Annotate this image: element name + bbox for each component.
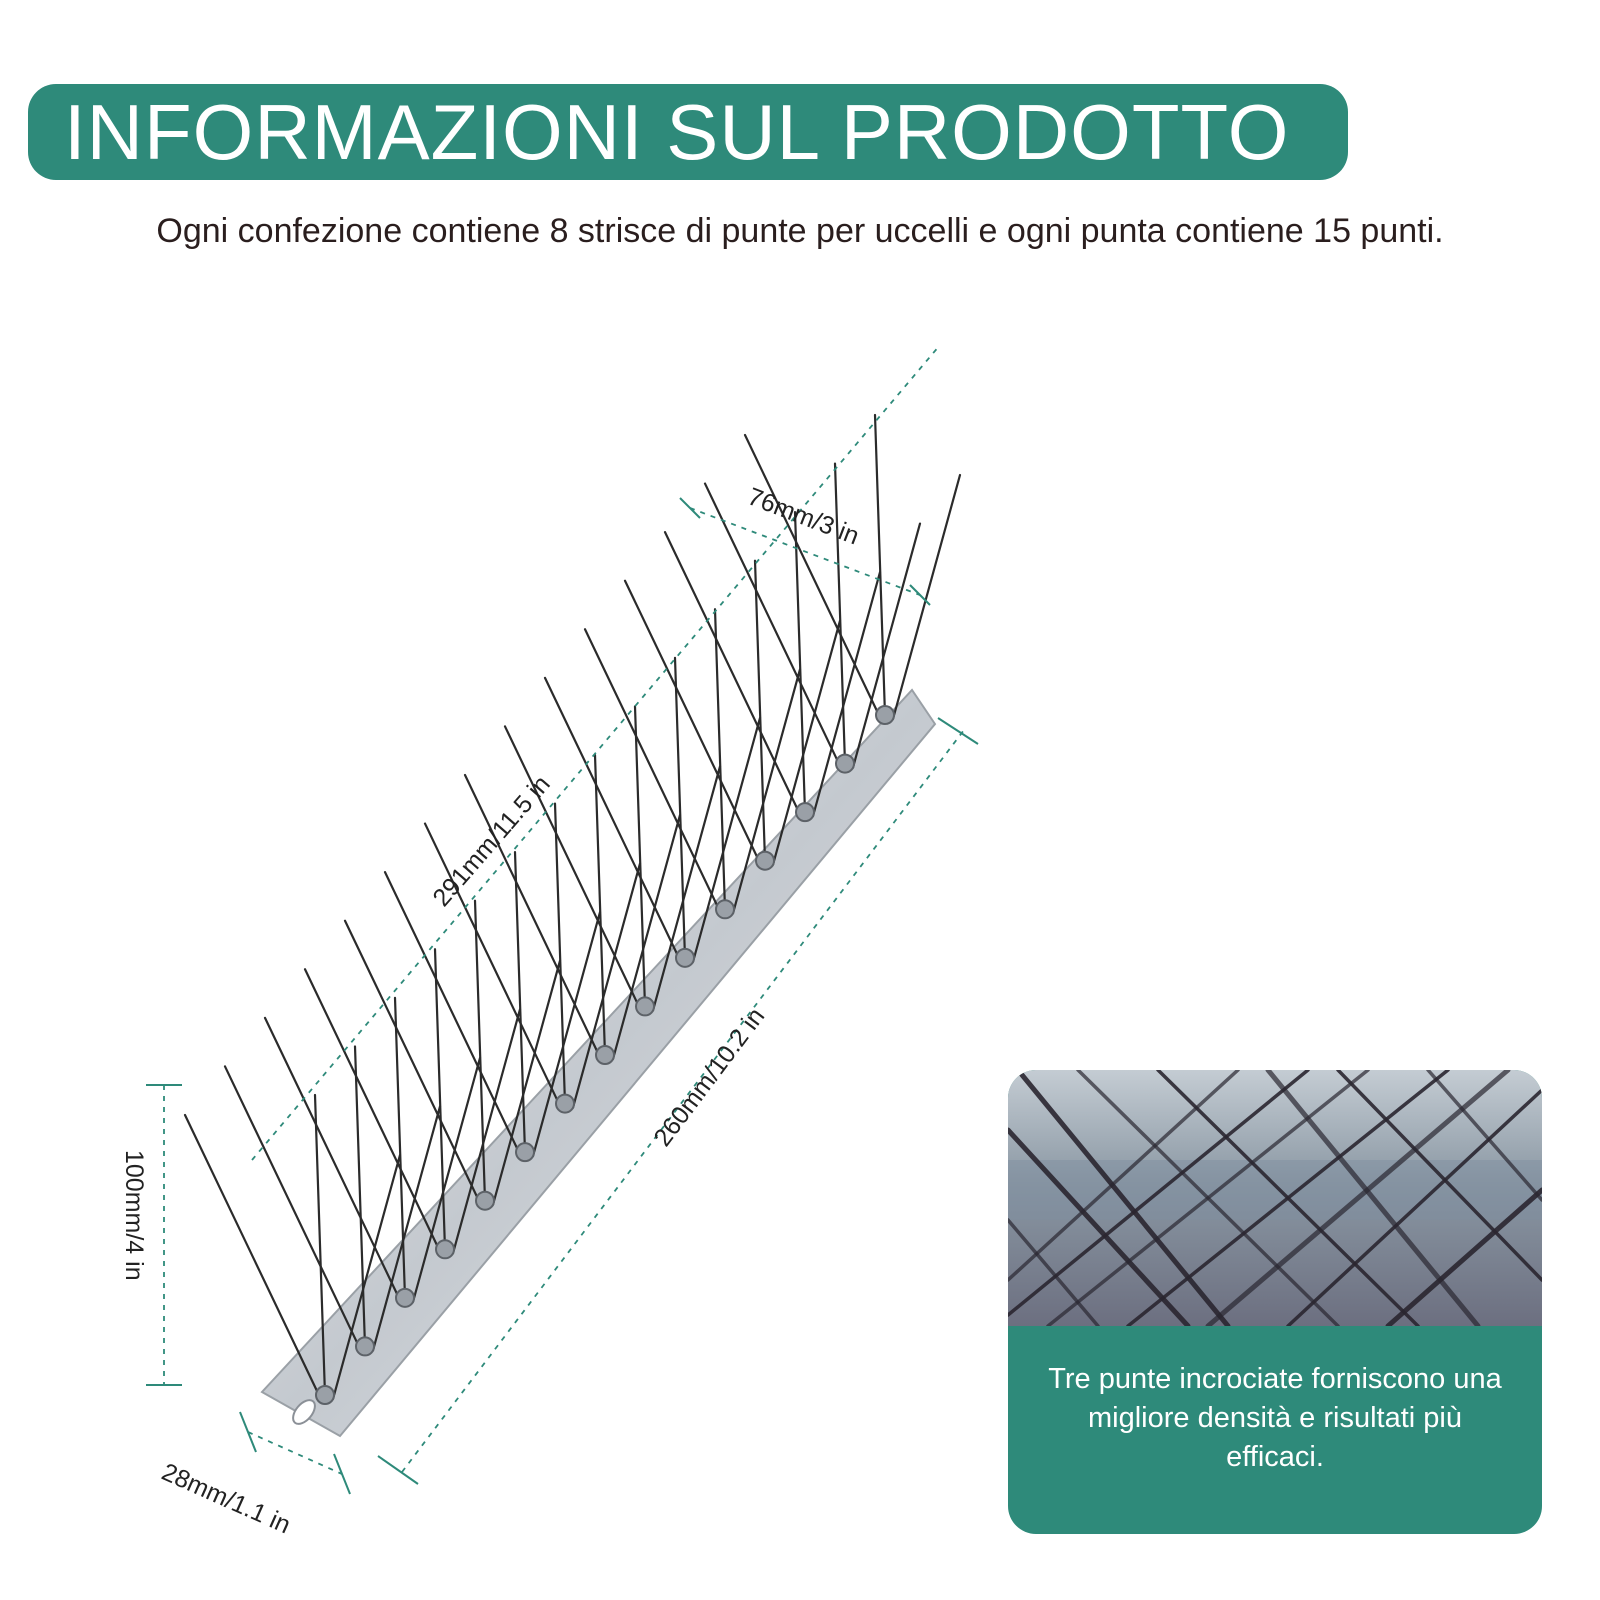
detail-inset-card: Tre punte incrociate forniscono una migl…	[1008, 1070, 1542, 1534]
spike-wire	[543, 676, 679, 955]
metal-base-strip	[260, 688, 937, 1438]
spike-wire	[531, 911, 602, 1158]
spike-wire	[451, 1008, 522, 1255]
rivet	[395, 1287, 415, 1308]
spike-wire	[331, 1153, 402, 1401]
dimension-ticks	[146, 497, 979, 1495]
spike-wire	[663, 531, 799, 810]
spike-wire	[623, 579, 759, 858]
spike-wire	[423, 822, 559, 1101]
spike-wire	[393, 996, 407, 1299]
dimension-lines	[163, 344, 965, 1475]
spike-wire	[183, 1113, 319, 1393]
spike-wire	[891, 473, 962, 721]
spike-wire	[513, 851, 527, 1154]
spike-wire	[263, 1016, 399, 1295]
closeup-wire	[1008, 1070, 1240, 1282]
spike-wire	[651, 765, 722, 1012]
spread-line	[689, 507, 921, 596]
spike-spread-label: 76mm/3 in	[744, 482, 863, 550]
rivet	[555, 1093, 575, 1114]
mounting-hole	[292, 1399, 316, 1425]
total-length-line	[251, 344, 941, 1161]
spike-wire	[793, 511, 807, 814]
closeup-wire	[1008, 1070, 1310, 1317]
spike-wire	[753, 559, 767, 862]
rivet	[435, 1239, 455, 1260]
rivet	[755, 850, 775, 871]
closeup-wire	[1008, 1127, 1191, 1326]
closeup-wire	[1205, 1070, 1511, 1326]
base-width-label: 28mm/1.1 in	[158, 1458, 295, 1540]
rivets-group	[315, 705, 895, 1405]
spike-wire	[303, 968, 439, 1247]
closeup-wire	[1265, 1070, 1481, 1326]
spike-wire	[833, 462, 847, 765]
rivet	[595, 1045, 615, 1065]
spike-wire	[743, 433, 879, 713]
spike-wire	[463, 773, 599, 1053]
rivet	[355, 1336, 375, 1357]
spike-wire	[851, 522, 922, 769]
spike-wire	[731, 668, 802, 915]
rivet	[315, 1385, 335, 1405]
spike-wire	[771, 619, 842, 866]
spike-wire	[703, 482, 839, 761]
rivet	[475, 1190, 495, 1211]
spike-height-label: 100mm/4 in	[120, 1150, 148, 1281]
spike-wire	[223, 1065, 359, 1344]
rivet	[635, 996, 655, 1017]
rivet	[675, 947, 695, 968]
spike-wire	[593, 753, 607, 1057]
spike-wire	[313, 1093, 327, 1397]
width-line	[247, 1431, 343, 1475]
spike-wire	[353, 1045, 367, 1348]
spikes-group	[183, 413, 962, 1401]
spike-wire	[411, 1056, 482, 1303]
rivet	[715, 899, 735, 920]
closeup-wire	[1008, 1218, 1100, 1326]
spike-wire	[503, 725, 639, 1004]
closeup-wire	[1426, 1070, 1542, 1202]
inset-caption: Tre punte incrociate forniscono una migl…	[1048, 1363, 1502, 1473]
base-length-line	[401, 729, 965, 1473]
spike-wire	[583, 628, 719, 907]
rivet	[795, 802, 815, 823]
closeup-wire	[1336, 1070, 1542, 1282]
spike-wire	[571, 862, 642, 1109]
spike-wire	[433, 948, 447, 1251]
spike-wire	[371, 1105, 442, 1352]
closeup-wire	[1046, 1070, 1370, 1326]
rivet	[515, 1142, 535, 1163]
spike-wire	[383, 871, 519, 1150]
closeup-wire	[1385, 1187, 1542, 1326]
spike-wire	[691, 716, 762, 963]
closeup-wire	[1126, 1070, 1450, 1326]
title-banner: INFORMAZIONI SUL PRODOTTO	[28, 84, 1348, 180]
spike-wire	[873, 413, 887, 717]
page-title: INFORMAZIONI SUL PRODOTTO	[64, 88, 1290, 176]
spike-wire	[343, 919, 479, 1198]
package-contents-text: Ogni confezione contiene 8 strisce di pu…	[156, 212, 1444, 250]
spike-wire	[473, 899, 487, 1202]
spike-wire	[611, 813, 682, 1061]
crossed-spikes-closeup-photo	[1008, 1070, 1542, 1326]
closeup-wire	[1015, 1070, 1231, 1326]
spike-wire	[673, 656, 687, 959]
rivet	[875, 705, 895, 725]
spike-wire	[491, 959, 562, 1206]
spike-wire	[633, 705, 647, 1008]
spike-wire	[553, 802, 567, 1105]
total-length-label: 291mm/11.5 in	[427, 770, 555, 912]
spike-wire	[713, 608, 727, 911]
rivet	[835, 753, 855, 774]
closeup-wire	[1286, 1088, 1542, 1326]
spike-wire	[811, 571, 882, 818]
